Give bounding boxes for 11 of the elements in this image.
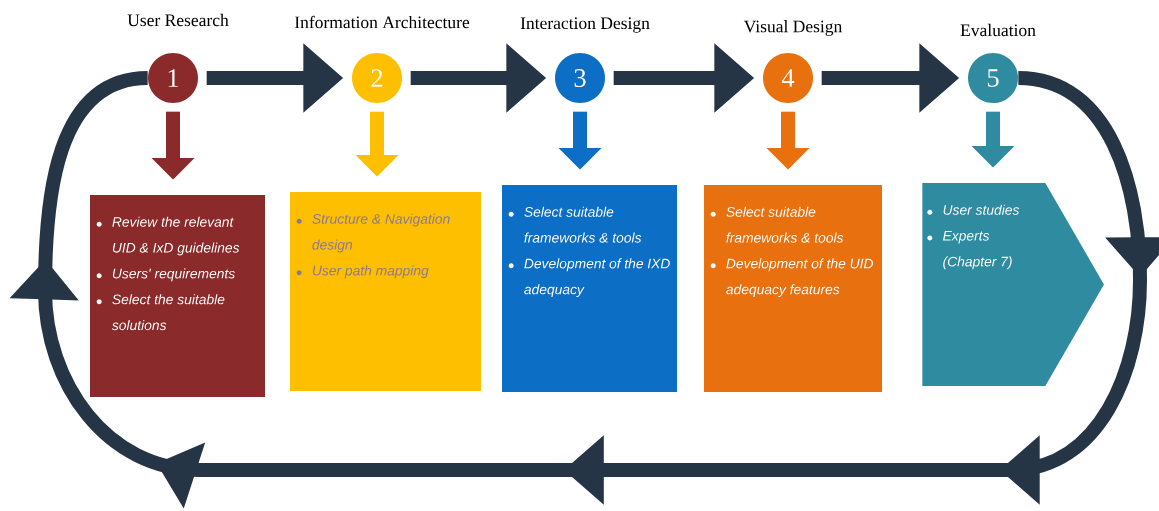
step-title: Evaluation bbox=[960, 23, 1036, 37]
step-title: Visual Design bbox=[743, 20, 842, 36]
loop-arrow bbox=[9, 237, 1159, 509]
step-title: Information Architecture bbox=[294, 15, 470, 29]
step-box: Select suitable frameworks & tools Development of the UID adequacy features bbox=[704, 185, 882, 392]
pentagon-box: User studies Experts (Chapter 7) bbox=[922, 183, 1104, 386]
step-box: Structure & Navigation design User path mapping bbox=[290, 192, 481, 391]
step-box: Review the relevant UID & IxD guidelines Users' requirements Select the suitable solutions bbox=[90, 195, 265, 397]
step-title: Interaction Design bbox=[520, 17, 650, 33]
step-box: Select suitable frameworks & tools Development of the IXD adequacy bbox=[502, 185, 677, 392]
step-title: User Research bbox=[127, 13, 229, 27]
